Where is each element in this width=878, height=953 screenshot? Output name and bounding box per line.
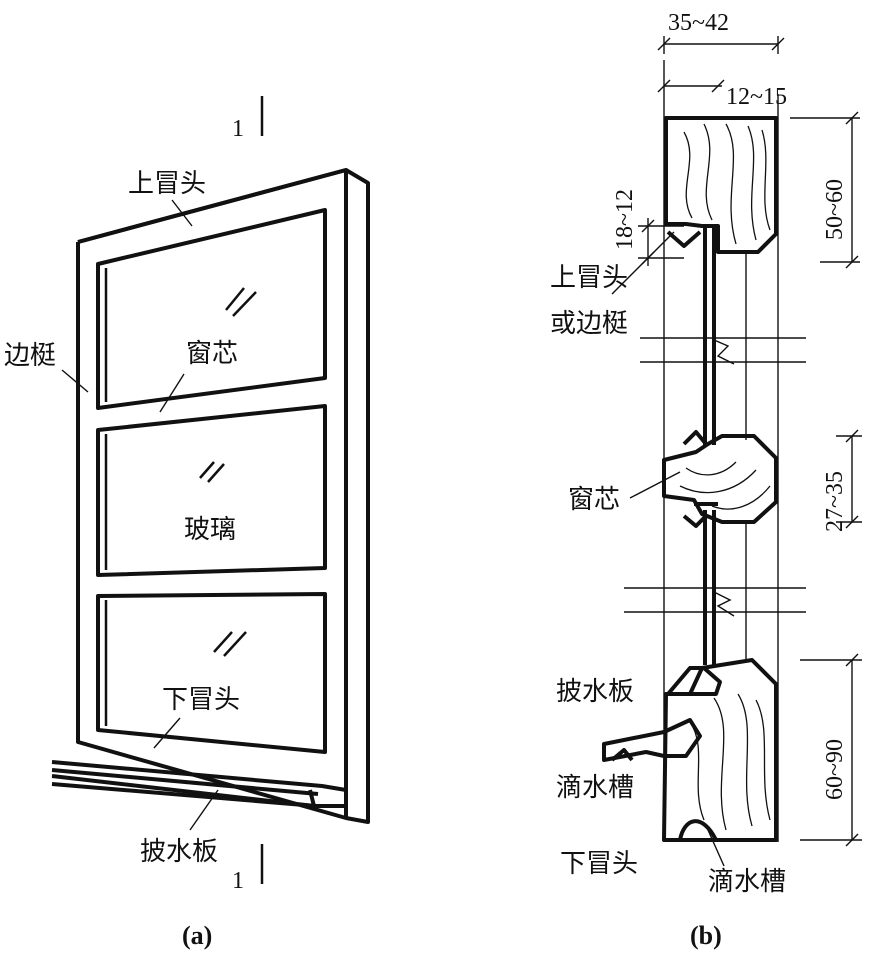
label-glass: 玻璃: [184, 515, 236, 545]
break-line-upper: [640, 337, 806, 365]
figure-a: 1 1 上冒头 边梃 窗芯 玻璃 下冒头 披水板 (a): [4, 96, 370, 950]
dim-total-thickness: [657, 36, 785, 54]
label-stile: 边梃: [4, 341, 56, 371]
dim-label-bottom-rail-height: 60~90: [822, 739, 848, 800]
leader-stile: [61, 369, 89, 393]
label-weatherboard: 披水板: [140, 837, 218, 867]
dim-label-muntin-height: 27~35: [822, 471, 848, 532]
label-weatherboard-b: 披水板: [556, 677, 634, 707]
leader-muntin-b: [629, 471, 681, 499]
weatherboard-shape: [51, 760, 348, 808]
dim-label-rebate-height: 18~12: [612, 189, 638, 250]
label-muntin-b: 窗芯: [568, 485, 620, 515]
dim-rebate-depth: [657, 79, 725, 93]
label-top-rail: 上冒头: [128, 169, 206, 199]
glass-pane-middle: [96, 404, 327, 577]
bottom-rail-section: [662, 658, 778, 842]
caption-b: (b): [690, 921, 722, 950]
label-drip-groove-left: 滴水槽: [556, 773, 634, 803]
dim-label-total-thickness: 35~42: [668, 10, 729, 36]
leader-muntin: [159, 373, 185, 413]
caption-a: (a): [182, 921, 212, 950]
dim-muntin-height: [836, 429, 862, 529]
label-bottom-rail: 下冒头: [162, 685, 240, 715]
label-muntin: 窗芯: [186, 339, 238, 369]
label-drip-groove-bottom: 滴水槽: [708, 867, 786, 897]
leader-top-rail: [171, 199, 193, 227]
leader-weatherboard: [189, 789, 219, 831]
dim-label-rebate-depth: 12~15: [726, 84, 787, 110]
glass-hatch-marks: [199, 287, 257, 657]
leader-top-rail-or-stile: [611, 231, 675, 295]
section-mark-top: 1: [232, 116, 244, 142]
break-line-lower: [624, 587, 806, 617]
dim-top-rail-height: [790, 111, 860, 269]
leader-drip-groove-bottom: [707, 829, 725, 867]
label-top-rail-or-stile-line2: 或边梃: [550, 309, 628, 339]
leader-bottom-rail: [153, 717, 181, 749]
glass-pane-top: [96, 208, 327, 410]
label-bottom-rail-b: 下冒头: [560, 849, 638, 879]
dim-bottom-rail-height: [800, 653, 862, 847]
weatherboard-profile: [602, 666, 722, 762]
dim-label-top-rail-height: 50~60: [822, 179, 848, 240]
section-mark-bottom: 1: [232, 868, 244, 894]
sash-outer-frame: [76, 168, 370, 824]
figure-b: 35~42 12~15 50~60 18~12: [550, 10, 862, 950]
label-top-rail-or-stile-line1: 上冒头: [550, 263, 628, 293]
muntin-section: [662, 430, 778, 528]
top-rail-section: [664, 116, 778, 254]
glass-pane-bottom: [96, 592, 327, 754]
